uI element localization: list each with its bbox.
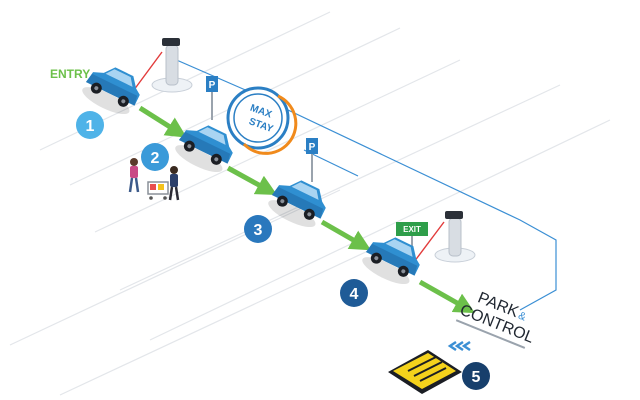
park-and-control-logo: PARK & CONTROL [455,289,536,349]
parking-sign-label: P [309,142,316,153]
step-badge-3: 3 [244,215,272,243]
step-number: 2 [151,150,160,167]
road-markings [9,11,611,396]
logo-ampersand: & [516,310,528,324]
connection-lines [171,40,557,311]
flow-arrows [138,105,476,314]
parking-sign-label: P [209,80,216,91]
parking-sign-1: P [206,76,218,120]
step-badge-2: 2 [141,143,169,171]
parking-sign-2: P [306,138,318,182]
step-number: 4 [350,286,359,303]
camera-pole-entry [151,38,193,93]
step-number: 5 [472,369,481,386]
max-stay-clock: MAX STAY [226,86,298,155]
step-number: 1 [86,118,95,135]
camera-pole-exit [434,211,476,263]
step-badge-5: 5 [462,362,490,390]
step-number: 3 [254,222,263,239]
step-badge-1: 1 [76,111,104,139]
shoppers-illustration [128,158,180,201]
chevrons-icon [447,340,471,352]
parking-ticket-icon [388,350,462,394]
exit-label: EXIT [403,225,421,234]
entry-label: ENTRY [50,67,90,81]
step-badge-4: 4 [340,279,368,307]
car-step-4 [358,228,426,291]
